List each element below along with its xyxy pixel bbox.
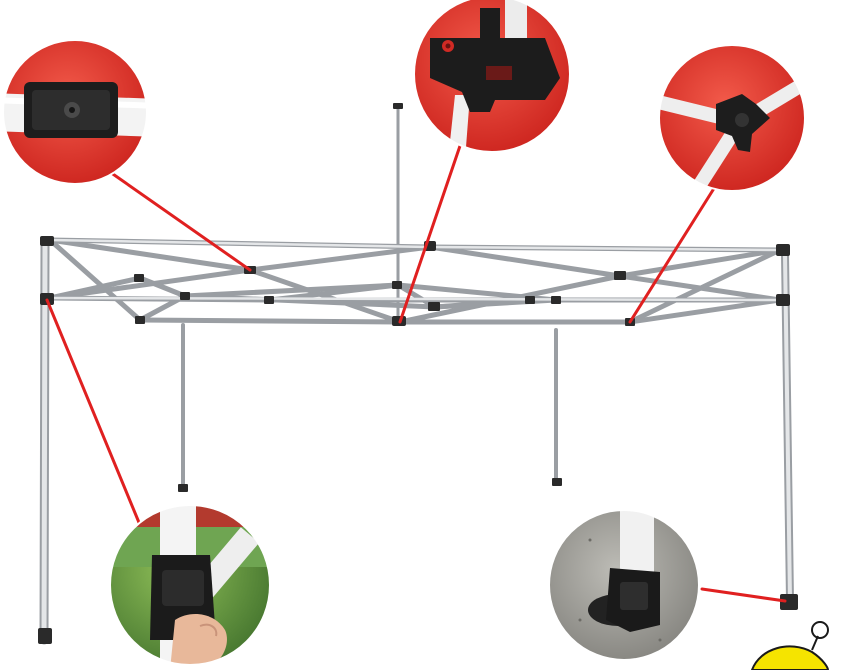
brand-logo bbox=[750, 621, 830, 670]
leg-slider-callout bbox=[110, 505, 270, 665]
canopy-frame-highlight bbox=[41, 238, 792, 643]
foot-plate-callout bbox=[549, 510, 699, 660]
top-right-truss-joint-callout bbox=[659, 45, 805, 191]
center-top-hub-callout bbox=[414, 0, 570, 152]
top-left-truss-bracket-callout bbox=[3, 40, 147, 184]
leader-lines bbox=[45, 138, 787, 603]
